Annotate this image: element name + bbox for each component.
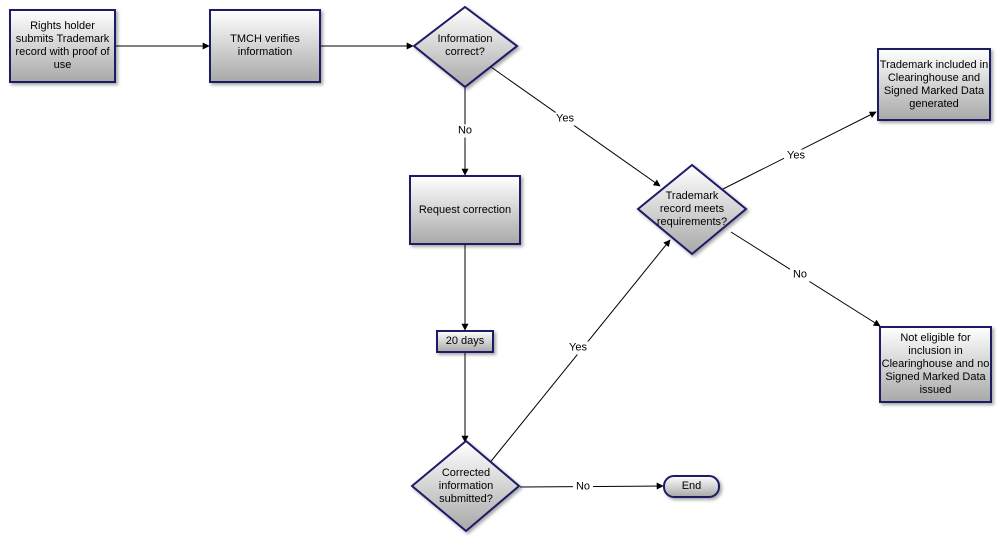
edge-label-info-yes: Yes: [553, 112, 577, 126]
node-info-correct-diamond: [412, 5, 519, 89]
node-included-box: [877, 48, 991, 121]
edge-label-meets-yes: Yes: [784, 149, 808, 163]
node-wait-box: [436, 330, 494, 353]
edge-label-info-no: No: [454, 124, 476, 138]
edge-label-corrected-no: No: [572, 480, 594, 494]
node-corrected-diamond: [410, 439, 521, 533]
node-request-correction-box: [409, 175, 521, 245]
edges: [116, 42, 881, 490]
node-not-eligible-box: [879, 326, 992, 403]
edge-label-meets-no: No: [789, 268, 811, 282]
node-verify-box: [209, 9, 321, 83]
nodes: [9, 5, 992, 533]
node-submit-box: [9, 9, 116, 83]
edge-label-corrected-yes: Yes: [566, 341, 590, 355]
edge-info-correct-yes: [490, 66, 661, 187]
node-end-terminator: [663, 475, 720, 498]
node-meets-requirements-diamond: [636, 163, 748, 256]
